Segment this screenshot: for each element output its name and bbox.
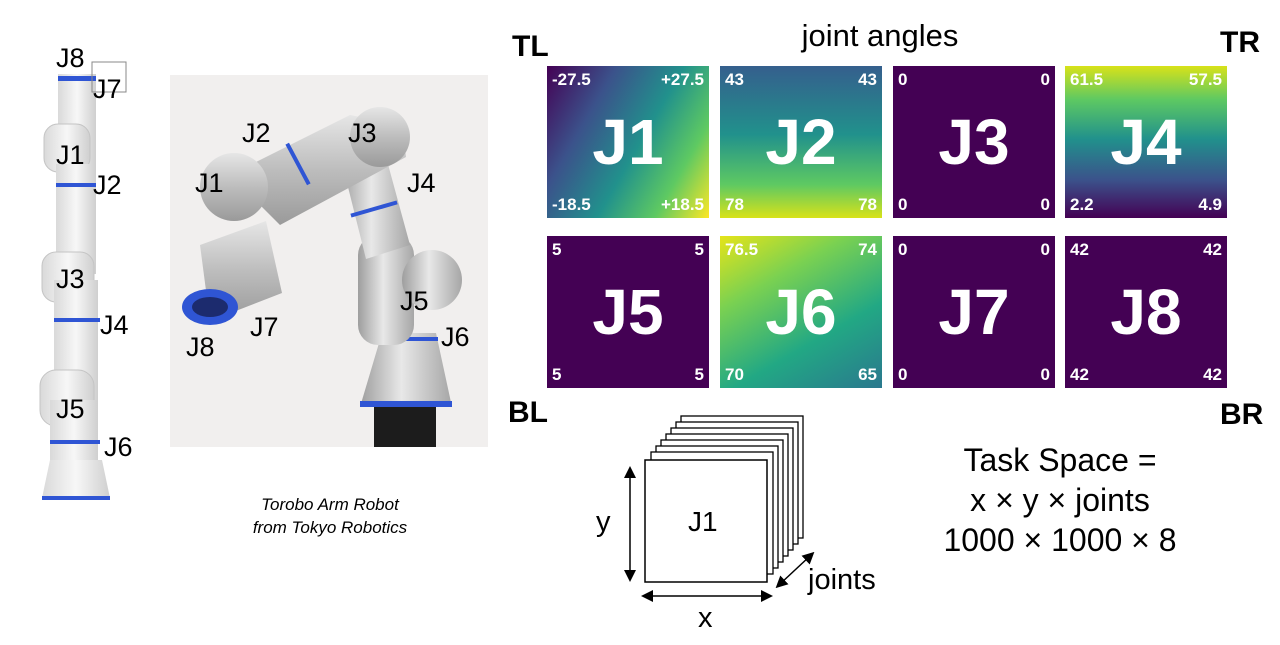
heatmap-j7-tr-value: 0 xyxy=(1040,240,1050,259)
heatmap-j1: J1 -27.5 +27.5 -18.5 +18.5 xyxy=(547,66,709,218)
heatmap-j6-bl-value: 70 xyxy=(725,365,744,384)
heatmap-j3-tr-value: 0 xyxy=(1040,70,1050,89)
heatmap-j6: J6 76.5 74 70 65 xyxy=(720,236,882,388)
heatmap-j8-tl-value: 42 xyxy=(1070,240,1089,259)
side-label-j3: J3 xyxy=(56,264,85,294)
corner-label-tr: TR xyxy=(1220,26,1260,59)
heatmap-j4-br-value: 4.9 xyxy=(1198,195,1222,214)
task-line2: x × y × joints xyxy=(970,482,1150,518)
heatmap-j8-label: J8 xyxy=(1110,276,1182,348)
heatmap-j8-tr-value: 42 xyxy=(1203,240,1222,259)
heatmap-j1-bl-value: -18.5 xyxy=(552,195,591,214)
heatmap-j5-tl-value: 5 xyxy=(552,240,562,259)
heatmap-j2-br-value: 78 xyxy=(858,195,877,214)
heatmap-j8-br-value: 42 xyxy=(1203,365,1222,384)
layer-stack-svg xyxy=(624,415,815,602)
task-line1: Task Space = xyxy=(963,442,1157,478)
side-label-j7: J7 xyxy=(93,74,122,104)
heatmap-j8-bl-value: 42 xyxy=(1070,365,1089,384)
photo-label-j1: J1 xyxy=(195,168,224,198)
side-label-j2: J2 xyxy=(93,170,122,200)
task-line3: 1000 × 1000 × 8 xyxy=(943,522,1177,558)
heatmap-j4-label: J4 xyxy=(1110,106,1182,178)
photo-label-j7: J7 xyxy=(250,312,279,342)
heatmap-j7-br-value: 0 xyxy=(1040,365,1050,384)
layer-stack-diagram xyxy=(590,410,910,640)
heatmap-j5-bl-value: 5 xyxy=(552,365,562,384)
robot-side-illustration xyxy=(39,61,127,500)
heatmap-j7-bl-value: 0 xyxy=(898,365,908,384)
caption-line2: from Tokyo Robotics xyxy=(252,517,408,537)
robot-side-view xyxy=(30,40,150,510)
side-label-j1: J1 xyxy=(56,140,85,170)
heatmap-j5-tr-value: 5 xyxy=(694,240,704,259)
heatmap-j7: J7 0 0 0 0 xyxy=(893,236,1055,388)
heatmap-j2-tl-value: 43 xyxy=(725,70,744,89)
heatmap-j4-tl-value: 61.5 xyxy=(1070,70,1104,89)
photo-label-j2: J2 xyxy=(242,118,271,148)
photo-caption: Torobo Arm Robot from Tokyo Robotics xyxy=(210,494,450,540)
heatmap-j7-tl-value: 0 xyxy=(898,240,908,259)
heatmap-j3-br-value: 0 xyxy=(1040,195,1050,214)
side-label-j5: J5 xyxy=(56,394,85,424)
heatmap-j2-tr-value: 43 xyxy=(858,70,877,89)
task-space-formula: Task Space = x × y × joints 1000 × 1000 … xyxy=(905,440,1215,560)
robot-arm-illustration xyxy=(182,107,462,447)
photo-label-j5: J5 xyxy=(400,286,429,316)
heatmap-j1-br-value: +18.5 xyxy=(660,195,704,214)
heatmap-j6-label: J6 xyxy=(765,276,837,348)
heatmap-j1-tr-value: +27.5 xyxy=(660,70,704,89)
side-label-j6: J6 xyxy=(104,432,133,462)
heatmap-j1-label: J1 xyxy=(592,106,664,178)
heatmap-j6-tr-value: 74 xyxy=(858,240,877,259)
grid-title: joint angles xyxy=(801,18,959,53)
heatmap-j6-br-value: 65 xyxy=(858,365,877,384)
heatmap-j3: J3 0 0 0 0 xyxy=(893,66,1055,218)
heatmap-j1-tl-value: -27.5 xyxy=(552,70,591,89)
heatmap-j3-bl-value: 0 xyxy=(898,195,908,214)
heatmap-j3-label: J3 xyxy=(938,106,1010,178)
y-axis-label: y xyxy=(596,506,611,538)
heatmap-j7-label: J7 xyxy=(938,276,1010,348)
joints-axis-label: joints xyxy=(808,564,876,596)
heatmap-j4: J4 61.5 57.5 2.2 4.9 xyxy=(1065,66,1227,218)
heatmap-j8: J8 42 42 42 42 xyxy=(1065,236,1227,388)
photo-label-j4: J4 xyxy=(407,168,436,198)
heatmap-j3-tl-value: 0 xyxy=(898,70,908,89)
side-label-j4: J4 xyxy=(100,310,129,340)
caption-line1: Torobo Arm Robot xyxy=(261,495,399,514)
corner-label-bl: BL xyxy=(508,396,548,429)
heatmap-j5-br-value: 5 xyxy=(694,365,704,384)
heatmap-j2-label: J2 xyxy=(765,106,837,178)
heatmap-j4-bl-value: 2.2 xyxy=(1070,195,1094,214)
heatmap-j5: J5 5 5 5 5 xyxy=(547,236,709,388)
heatmap-j2: J2 43 43 78 78 xyxy=(720,66,882,218)
heatmap-j2-bl-value: 78 xyxy=(725,195,744,214)
heatmap-j5-label: J5 xyxy=(592,276,664,348)
x-axis-label: x xyxy=(698,602,713,634)
photo-label-j8: J8 xyxy=(186,332,215,362)
corner-label-tl: TL xyxy=(512,30,549,63)
side-label-j8: J8 xyxy=(56,43,85,73)
corner-label-br: BR xyxy=(1220,398,1264,431)
robot-photo xyxy=(170,75,488,447)
stack-front-label: J1 xyxy=(688,506,718,537)
photo-label-j6: J6 xyxy=(441,322,470,352)
heatmap-j6-tl-value: 76.5 xyxy=(725,240,759,259)
photo-label-j3: J3 xyxy=(348,118,377,148)
heatmap-j4-tr-value: 57.5 xyxy=(1188,70,1222,89)
